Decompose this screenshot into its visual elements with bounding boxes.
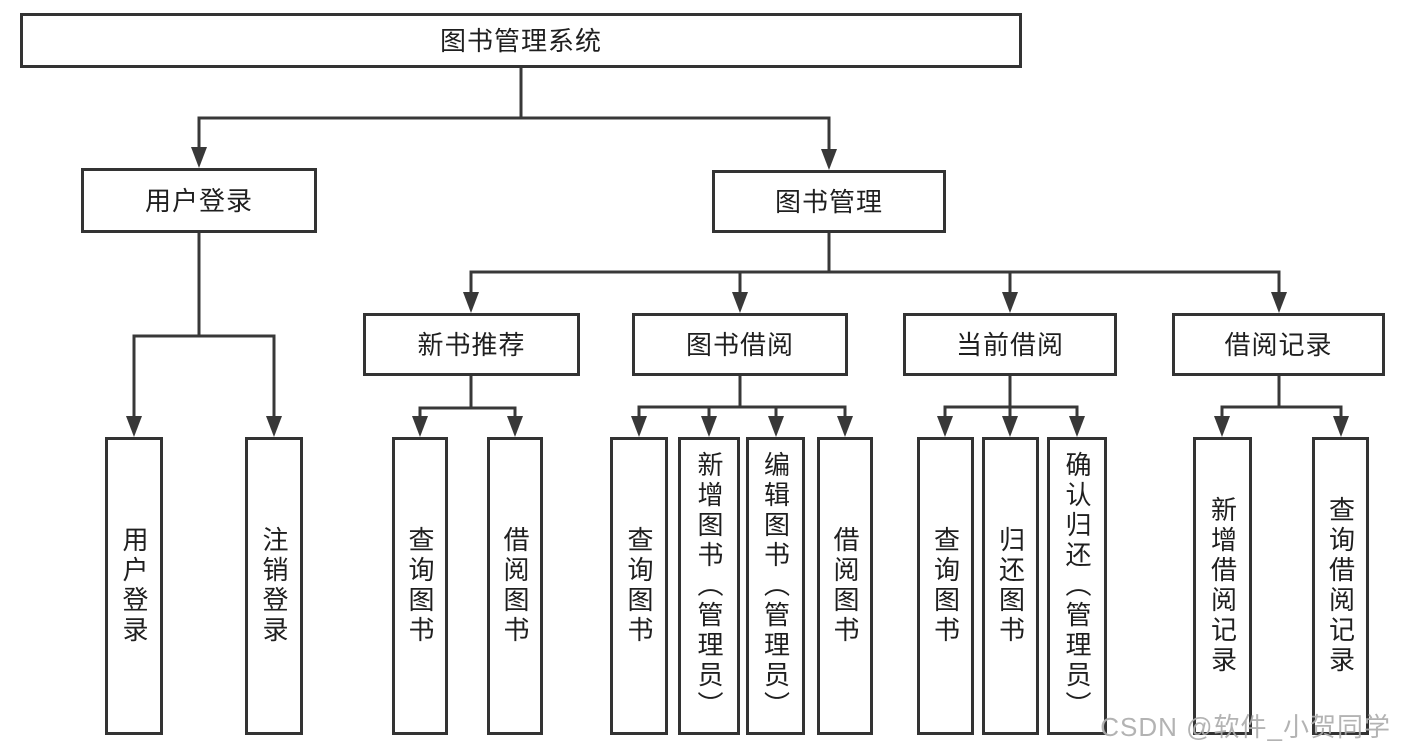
node-borrow-records: 借阅记录 [1172, 313, 1385, 376]
arrowhead-icon-current-borrow-0 [937, 416, 953, 437]
arrowhead-icon-borrow-records-0 [1214, 416, 1230, 437]
watermark: CSDN @软件_小贺同学 [1100, 712, 1391, 742]
arrowhead-icon-book-borrow-3 [837, 416, 853, 437]
node-leaf-query-book-2: 查询图书 [610, 437, 668, 735]
arrowhead-icon-book-mgmt-2 [1002, 292, 1018, 313]
arrowhead-icon-root-0 [191, 147, 207, 168]
node-user-login: 用户登录 [81, 168, 317, 233]
arrowhead-icon-book-mgmt-3 [1271, 292, 1287, 313]
arrowhead-icon-book-borrow-1 [701, 416, 717, 437]
node-new-book-rec: 新书推荐 [363, 313, 580, 376]
node-leaf-borrow-book-2: 借阅图书 [817, 437, 873, 735]
node-leaf-confirm-return: 确认归还（管理员） [1047, 437, 1107, 735]
node-leaf-return-book: 归还图书 [982, 437, 1039, 735]
node-leaf-add-book-admin: 新增图书（管理员） [678, 437, 740, 735]
arrowhead-icon-borrow-records-1 [1333, 416, 1349, 437]
arrowhead-icon-new-book-rec-1 [507, 416, 523, 437]
node-current-borrow: 当前借阅 [903, 313, 1117, 376]
arrowhead-icon-new-book-rec-0 [412, 416, 428, 437]
node-leaf-user-login: 用户登录 [105, 437, 163, 735]
node-leaf-borrow-book-1: 借阅图书 [487, 437, 543, 735]
node-leaf-query-record: 查询借阅记录 [1312, 437, 1369, 735]
arrowhead-icon-current-borrow-1 [1002, 416, 1018, 437]
arrowhead-icon-user-login-1 [266, 416, 282, 437]
arrowhead-icon-book-borrow-2 [768, 416, 784, 437]
arrowhead-icon-current-borrow-2 [1069, 416, 1085, 437]
arrowhead-icon-root-1 [821, 149, 837, 170]
node-book-mgmt: 图书管理 [712, 170, 946, 233]
node-leaf-add-record: 新增借阅记录 [1193, 437, 1252, 735]
arrowhead-icon-book-mgmt-0 [463, 292, 479, 313]
node-leaf-edit-book-admin: 编辑图书（管理员） [746, 437, 805, 735]
arrowhead-icon-book-mgmt-1 [732, 292, 748, 313]
node-root: 图书管理系统 [20, 13, 1022, 68]
arrowhead-icon-book-borrow-0 [631, 416, 647, 437]
arrowhead-icon-user-login-0 [126, 416, 142, 437]
node-leaf-query-book-1: 查询图书 [392, 437, 448, 735]
node-leaf-query-book-3: 查询图书 [917, 437, 974, 735]
node-book-borrow: 图书借阅 [632, 313, 848, 376]
node-leaf-logout: 注销登录 [245, 437, 303, 735]
